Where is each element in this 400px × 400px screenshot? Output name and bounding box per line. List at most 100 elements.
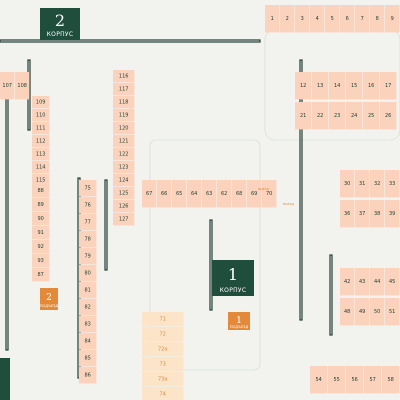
parking-space[interactable]	[355, 5, 370, 33]
parking-space[interactable]	[32, 174, 50, 187]
parking-space[interactable]	[265, 5, 280, 33]
parking-space[interactable]	[310, 366, 328, 394]
parking-space[interactable]	[157, 180, 172, 208]
parking-space[interactable]	[385, 170, 400, 198]
parking-space[interactable]	[380, 72, 397, 100]
parking-space[interactable]	[15, 72, 30, 100]
parking-space[interactable]	[32, 122, 50, 135]
parking-space[interactable]	[79, 180, 97, 197]
parking-space-number: 125	[119, 191, 129, 197]
parking-space[interactable]	[79, 248, 97, 265]
parking-space[interactable]	[370, 298, 385, 326]
parking-space[interactable]	[79, 333, 97, 350]
parking-space[interactable]	[113, 109, 135, 122]
parking-space[interactable]	[346, 102, 363, 130]
parking-space[interactable]	[380, 102, 397, 130]
parking-space[interactable]	[280, 5, 295, 33]
parking-space[interactable]	[370, 170, 385, 198]
parking-space[interactable]	[113, 200, 135, 213]
parking-space[interactable]	[385, 298, 400, 326]
parking-space[interactable]	[363, 72, 380, 100]
parking-space[interactable]	[32, 109, 50, 122]
parking-space[interactable]	[79, 299, 97, 316]
parking-space[interactable]	[79, 231, 97, 248]
parking-space[interactable]	[325, 5, 340, 33]
parking-space[interactable]	[329, 72, 346, 100]
parking-space[interactable]	[32, 184, 50, 198]
parking-space[interactable]	[113, 174, 135, 187]
parking-space[interactable]	[232, 180, 247, 208]
parking-space[interactable]	[113, 161, 135, 174]
parking-space[interactable]	[385, 200, 400, 228]
parking-space[interactable]	[370, 200, 385, 228]
parking-space[interactable]	[32, 148, 50, 161]
parking-space[interactable]	[79, 367, 97, 384]
parking-space[interactable]	[142, 327, 184, 342]
parking-space[interactable]	[32, 254, 50, 268]
parking-space[interactable]	[295, 72, 312, 100]
parking-space[interactable]	[363, 102, 380, 130]
parking-space[interactable]	[113, 148, 135, 161]
parking-space[interactable]	[346, 72, 363, 100]
parking-space[interactable]	[355, 200, 370, 228]
parking-space[interactable]	[312, 102, 329, 130]
parking-space[interactable]	[79, 350, 97, 367]
parking-space[interactable]	[340, 268, 355, 296]
parking-space[interactable]	[32, 268, 50, 282]
parking-space[interactable]	[346, 366, 364, 394]
parking-space[interactable]	[113, 213, 135, 226]
parking-space[interactable]	[295, 102, 312, 130]
parking-space[interactable]	[142, 357, 184, 372]
parking-space[interactable]	[32, 135, 50, 148]
parking-space[interactable]	[364, 366, 382, 394]
parking-space[interactable]	[113, 122, 135, 135]
parking-space[interactable]	[370, 5, 385, 33]
parking-space[interactable]	[142, 372, 184, 387]
parking-space[interactable]	[79, 214, 97, 231]
parking-space[interactable]	[142, 387, 184, 400]
parking-space[interactable]	[202, 180, 217, 208]
parking-space[interactable]	[142, 312, 184, 327]
parking-space-number: 23	[334, 113, 340, 119]
parking-space[interactable]	[385, 268, 400, 296]
parking-space[interactable]	[172, 180, 187, 208]
parking-space[interactable]	[187, 180, 202, 208]
parking-space[interactable]	[247, 180, 262, 208]
parking-space[interactable]	[340, 170, 355, 198]
parking-space[interactable]	[340, 5, 355, 33]
parking-space[interactable]	[0, 72, 15, 100]
parking-space[interactable]	[32, 198, 50, 212]
parking-space[interactable]	[79, 265, 97, 282]
parking-space[interactable]	[355, 268, 370, 296]
parking-space[interactable]	[32, 212, 50, 226]
parking-space[interactable]	[113, 187, 135, 200]
parking-space[interactable]	[142, 342, 184, 357]
parking-space[interactable]	[312, 72, 329, 100]
parking-space[interactable]	[79, 197, 97, 214]
parking-space[interactable]	[79, 316, 97, 333]
parking-space[interactable]	[217, 180, 232, 208]
parking-space[interactable]	[328, 366, 346, 394]
parking-space[interactable]	[142, 180, 157, 208]
parking-space[interactable]	[79, 282, 97, 299]
parking-space-number: 109	[36, 100, 46, 106]
parking-space[interactable]	[340, 200, 355, 228]
parking-space[interactable]	[329, 102, 346, 130]
parking-space[interactable]	[32, 96, 50, 109]
parking-space[interactable]	[32, 240, 50, 254]
parking-space[interactable]	[113, 96, 135, 109]
parking-space[interactable]	[32, 226, 50, 240]
parking-space[interactable]	[113, 70, 135, 83]
parking-space[interactable]	[113, 83, 135, 96]
parking-space[interactable]	[262, 180, 277, 208]
parking-space[interactable]	[32, 161, 50, 174]
parking-space[interactable]	[295, 5, 310, 33]
parking-space[interactable]	[340, 298, 355, 326]
parking-space[interactable]	[113, 135, 135, 148]
parking-space[interactable]	[385, 5, 400, 33]
parking-space[interactable]	[310, 5, 325, 33]
parking-space[interactable]	[370, 268, 385, 296]
parking-space[interactable]	[382, 366, 400, 394]
parking-space[interactable]	[355, 298, 370, 326]
parking-space[interactable]	[355, 170, 370, 198]
